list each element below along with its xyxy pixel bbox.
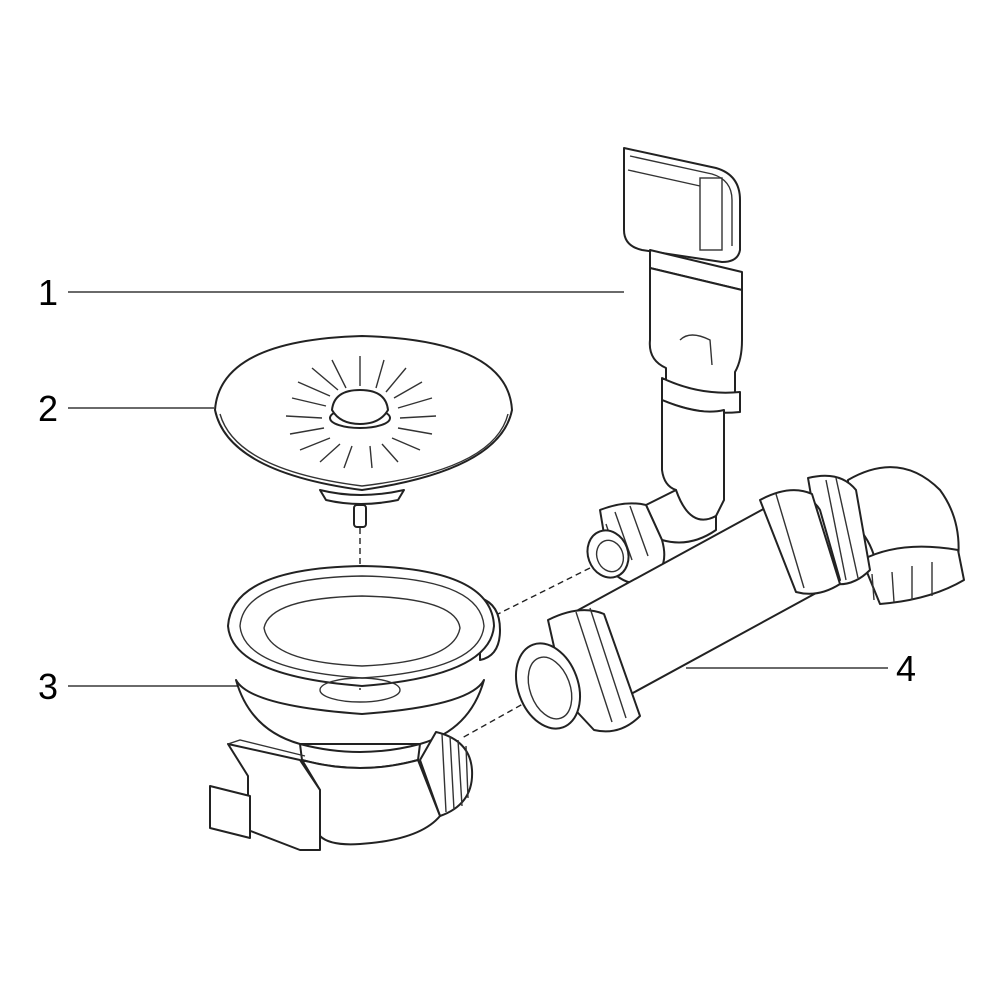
drain-pipe-part [515,466,965,733]
overflow-outlet-part [586,147,743,585]
callout-3: 3 [38,666,238,707]
callout-label-4: 4 [896,648,916,689]
callout-label-3: 3 [38,666,58,707]
callout-label-2: 2 [38,388,58,429]
assembly-line-overflow [489,567,591,619]
assembly-line-outlet [461,699,531,739]
strainer-basket-part [214,335,513,528]
callout-4: 4 [686,648,916,689]
sink-outlet-part [209,565,501,851]
callout-label-1: 1 [38,272,58,313]
callout-2: 2 [38,388,214,429]
callout-1: 1 [38,272,624,313]
